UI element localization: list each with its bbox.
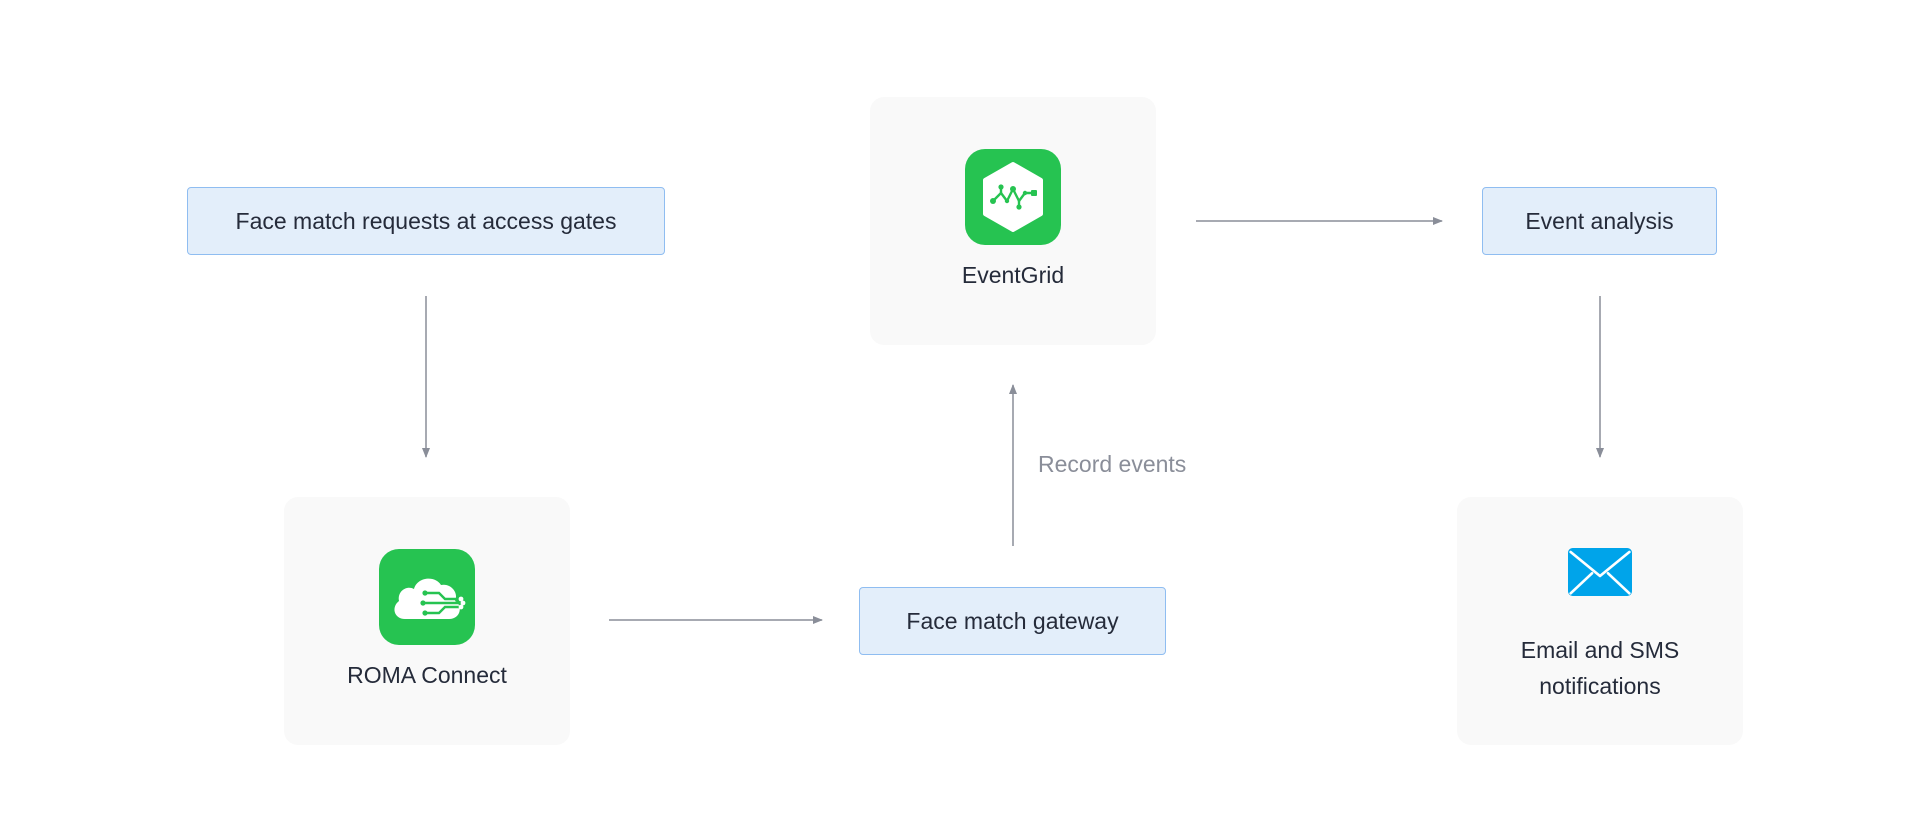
- notifications-label-line2: notifications: [1539, 673, 1661, 699]
- notifications-label-line1: Email and SMS: [1520, 637, 1680, 663]
- eventgrid-label: EventGrid: [961, 262, 1065, 288]
- cloud-circuit-icon: [379, 549, 475, 645]
- face-match-requests-node: Face match requests at access gates: [187, 187, 665, 255]
- face-match-requests-label: Face match requests at access gates: [235, 207, 617, 234]
- face-match-gateway-node: Face match gateway: [859, 587, 1166, 655]
- roma-connect-label: ROMA Connect: [347, 662, 507, 688]
- notifications-card: Email and SMS notifications: [1457, 497, 1743, 745]
- eventgrid-card: EventGrid: [870, 97, 1156, 345]
- roma-connect-card: ROMA Connect: [284, 497, 570, 745]
- face-match-gateway-label: Face match gateway: [906, 607, 1119, 634]
- hexagon-network-icon: [965, 149, 1061, 245]
- event-analysis-label: Event analysis: [1525, 207, 1674, 234]
- record-events-label: Record events: [1038, 451, 1187, 477]
- event-analysis-node: Event analysis: [1482, 187, 1717, 255]
- envelope-icon: [1568, 548, 1632, 596]
